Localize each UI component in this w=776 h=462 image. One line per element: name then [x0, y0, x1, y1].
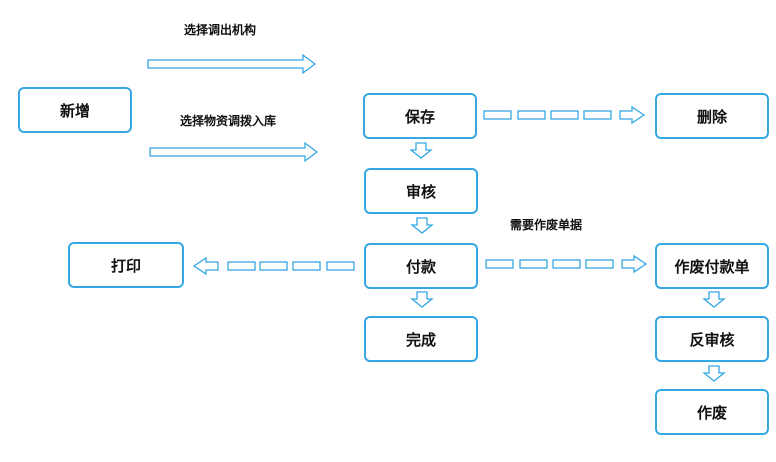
dash-pay-print-2 [292, 261, 321, 271]
label-select-material-transfer-in: 选择物资调拨入库 [180, 114, 277, 128]
node-save: 保存 [363, 93, 477, 139]
arrow-pay-to-done [410, 291, 434, 308]
node-new: 新增 [18, 87, 132, 133]
dash-pay-voidpay-2 [552, 259, 581, 269]
node-void-payment-order: 作废付款单 [655, 243, 769, 289]
dash-save-delete-0 [483, 110, 512, 120]
dash-save-delete-1 [517, 110, 546, 120]
node-delete: 删除 [655, 93, 769, 139]
label-need-void-doc: 需要作废单据 [510, 218, 583, 232]
node-unreview: 反审核 [655, 316, 769, 362]
node-done: 完成 [364, 316, 478, 362]
label-select-transfer-org: 选择调出机构 [184, 23, 257, 37]
dash-pay-print-0 [227, 261, 256, 271]
dash-save-delete-2 [550, 110, 579, 120]
node-print: 打印 [68, 242, 184, 288]
node-pay: 付款 [364, 243, 478, 289]
dash-pay-voidpay-1 [519, 259, 548, 269]
dash-save-delete-3 [583, 110, 612, 120]
arrow-void-pay-to-unreview [702, 291, 726, 308]
head-pay-to-print [192, 256, 219, 276]
arrow-save-to-review [409, 142, 433, 159]
arrow-to-transfer-org [147, 53, 317, 75]
dash-pay-print-1 [259, 261, 288, 271]
head-save-to-delete [619, 105, 646, 125]
head-pay-to-void-pay [621, 254, 648, 274]
dash-pay-voidpay-3 [585, 259, 614, 269]
dash-pay-voidpay-0 [485, 259, 514, 269]
arrow-review-to-pay [410, 217, 434, 234]
node-review: 审核 [364, 168, 478, 214]
arrow-to-transfer-in [149, 141, 319, 163]
arrow-unreview-to-void [702, 365, 726, 382]
node-void: 作废 [655, 389, 769, 435]
dash-pay-print-3 [326, 261, 355, 271]
